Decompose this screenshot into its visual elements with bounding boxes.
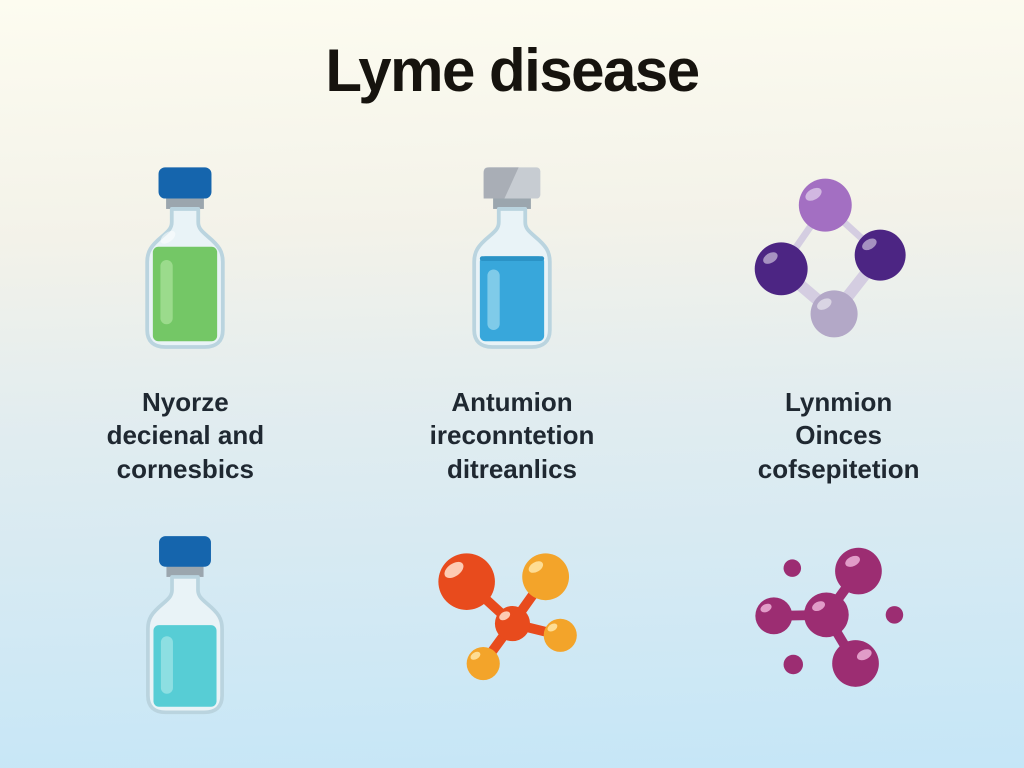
page-title: Lyme disease	[325, 37, 700, 104]
teal-vial-cell	[134, 527, 236, 727]
label-line: ditreanlics	[446, 453, 578, 484]
label-line: ireconntetion	[429, 420, 595, 451]
atom-shine	[805, 187, 822, 201]
atom-shine	[861, 238, 877, 250]
orange-molecule-icon	[438, 552, 578, 680]
green-vial-icon	[145, 166, 226, 349]
atom-shine	[444, 561, 464, 578]
purple-molecule-cell	[741, 157, 937, 362]
molecule-dot	[783, 654, 803, 674]
atom-shine	[811, 600, 825, 611]
atom-shine	[760, 603, 772, 612]
orange-molecule-cell	[409, 527, 614, 727]
green-vial-cell	[133, 157, 237, 362]
vial-liquid-highlight	[487, 268, 500, 330]
vial-cap	[158, 166, 212, 199]
molecule-atom	[467, 646, 501, 680]
molecule-atom	[810, 289, 858, 337]
label-line: Antumion	[451, 387, 573, 417]
atom-shine	[529, 560, 544, 573]
molecule-atom	[438, 552, 496, 610]
molecule-atom	[755, 596, 792, 634]
magenta-molecule-cell	[732, 527, 946, 727]
purple-molecule-icon	[754, 178, 906, 337]
molecule-atom	[754, 241, 808, 295]
magenta-molecule-icon	[755, 547, 903, 687]
molecule-atom	[522, 552, 570, 600]
label-line: Lynmion	[784, 387, 893, 417]
molecule-atom	[544, 618, 578, 652]
label-line: Oinces	[795, 420, 882, 451]
vial-liquid-highlight	[161, 636, 174, 694]
glass-shine	[161, 230, 176, 244]
atom-shine	[470, 651, 481, 660]
content-grid: Nyorze decienal and cornesbics Antumion …	[22, 157, 1002, 727]
vial-cap	[159, 536, 212, 567]
atom-shine	[762, 251, 778, 264]
atom-shine	[547, 623, 558, 631]
atom-shine	[844, 555, 860, 567]
vial-cap-shadow	[483, 166, 519, 199]
label-line: cofsepitetion	[757, 453, 920, 484]
blue-vial-cell	[460, 157, 564, 362]
label-line: decienal and	[106, 420, 265, 451]
label-green-vial: Nyorze decienal and cornesbics	[107, 362, 265, 527]
vial-liquid-highlight	[160, 259, 174, 324]
molecule-atom	[834, 547, 882, 594]
atom-shine	[499, 610, 511, 620]
label-line: Nyorze	[141, 387, 229, 417]
vial-liquid-surface	[479, 255, 545, 261]
label-line: cornesbics	[116, 453, 254, 484]
label-purple-molecule: Lynmion Oinces cofsepitetion	[758, 362, 920, 527]
atom-shine	[856, 648, 872, 660]
molecule-dot	[885, 605, 903, 624]
molecule-atom	[495, 605, 531, 641]
teal-vial-icon	[146, 536, 225, 715]
molecule-atom	[798, 178, 852, 232]
molecule-atom	[854, 229, 906, 281]
atom-shine	[816, 297, 832, 310]
label-blue-vial: Antumion ireconntetion ditreanlics	[430, 362, 595, 527]
molecule-atom	[803, 591, 849, 637]
blue-vial-icon	[472, 166, 552, 349]
molecule-atom	[831, 639, 879, 687]
molecule-dot	[783, 558, 801, 577]
